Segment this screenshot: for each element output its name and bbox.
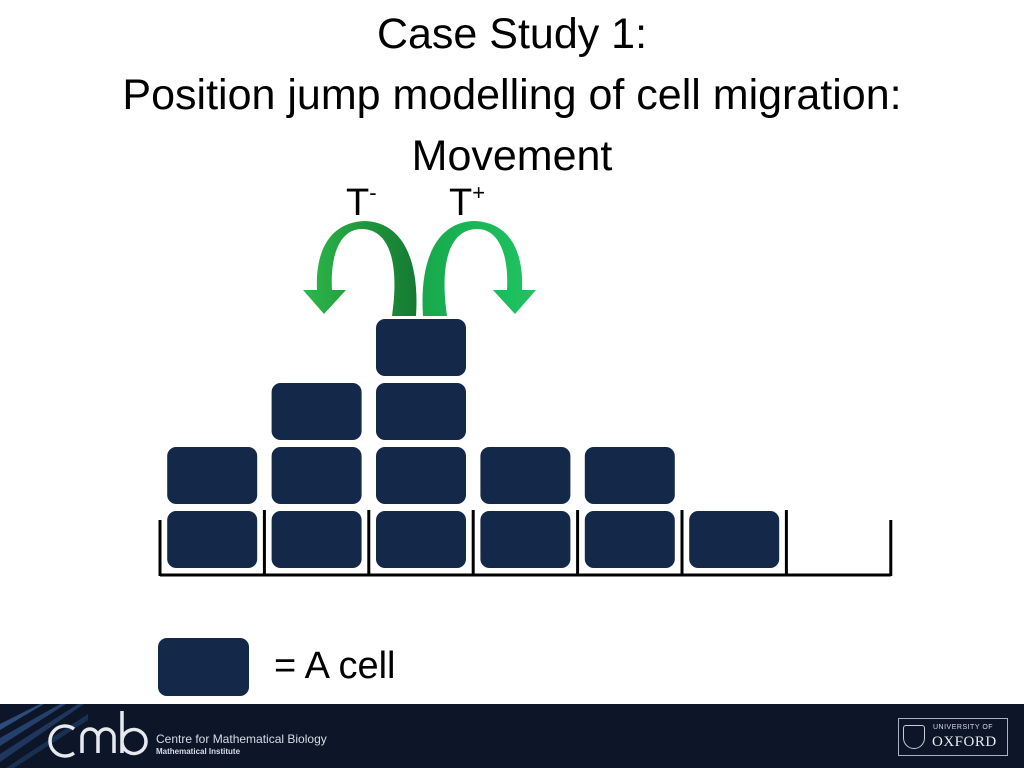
cell [584, 447, 675, 504]
cells-layer [167, 319, 780, 568]
oxford-crest-icon [903, 725, 925, 749]
legend-cell-swatch [158, 638, 249, 696]
cell [376, 383, 466, 440]
rate-right-base: T [449, 182, 473, 224]
cell [480, 511, 571, 568]
title-line-1: Case Study 1: [376, 10, 648, 58]
title-line-2: Position jump modelling of cell migratio… [122, 71, 902, 119]
oxford-logo: UNIVERSITY OF OXFORD [898, 718, 1008, 756]
cell [376, 447, 466, 504]
cell [271, 511, 362, 568]
oxford-university-of: UNIVERSITY OF [933, 724, 994, 731]
oxford-wordmark: OXFORD [932, 734, 997, 750]
cell [376, 511, 466, 568]
slide-title: Case Study 1: Position jump modelling of… [0, 4, 1024, 187]
lattice-diagram [158, 221, 893, 577]
cell [167, 447, 258, 504]
rate-left-sup: - [369, 180, 377, 205]
cell [376, 319, 466, 376]
jump-left-arrow [303, 221, 417, 316]
centre-subtitle: Mathematical Institute [156, 747, 241, 756]
cell [480, 447, 571, 504]
rate-label-right: T+ [449, 182, 485, 224]
footer-bar [0, 704, 1024, 768]
cell [584, 511, 675, 568]
rate-label-left: T- [346, 182, 377, 224]
centre-name: Centre for Mathematical Biology [156, 732, 327, 746]
cell [689, 511, 780, 568]
legend-label: = A cell [274, 645, 396, 687]
lattice-baseline [158, 510, 893, 577]
jump-right-arrow [422, 221, 536, 316]
cmb-logo [48, 711, 148, 758]
title-line-3: Movement [411, 132, 613, 180]
cell [167, 511, 258, 568]
cell [271, 383, 362, 440]
rate-left-base: T [346, 182, 370, 224]
footer-decoration [0, 704, 88, 768]
rate-right-sup: + [472, 180, 486, 205]
cell [271, 447, 362, 504]
